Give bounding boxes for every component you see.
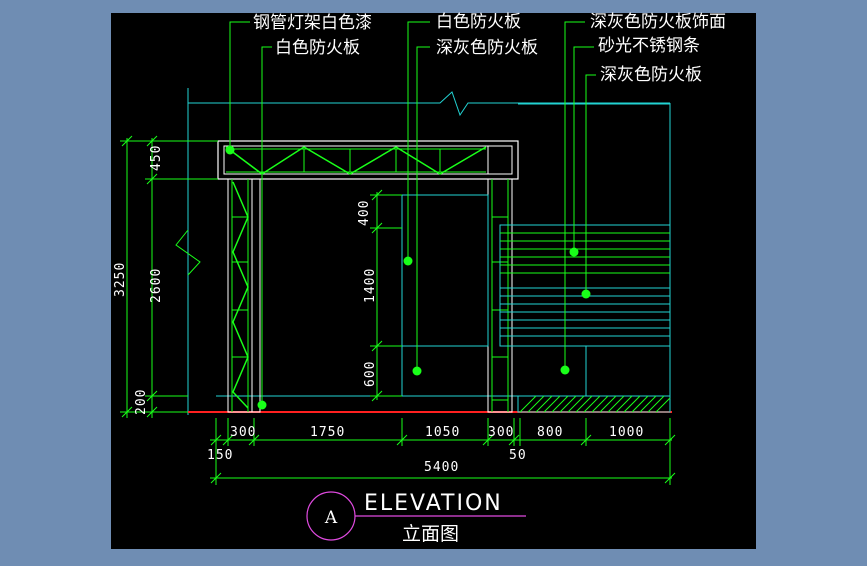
drawing-canvas (111, 13, 756, 549)
section-marker-letter: A (324, 508, 338, 528)
dim-h-1050: 1050 (425, 425, 460, 440)
horizontal-dimension-lines (210, 418, 676, 485)
label-white-panel-left: 白色防火板 (275, 38, 360, 58)
leader-dots (225, 145, 591, 410)
dim-h-150: 150 (207, 448, 233, 463)
label-dark-grey-panel-center: 深灰色防火板 (436, 38, 538, 58)
label-dark-grey-panel-right: 深灰色防火板 (600, 65, 702, 85)
dim-h-300-right: 300 (488, 425, 514, 440)
dim-v-450: 450 (149, 145, 164, 171)
left-truss-column (227, 178, 261, 413)
dim-h-total: 5400 (424, 460, 459, 475)
center-panel (401, 194, 489, 396)
dim-h-300-left: 300 (230, 425, 256, 440)
dim-v-3250: 3250 (113, 262, 128, 297)
label-steel-strip: 砂光不锈钢条 (598, 36, 700, 56)
dim-h-1750: 1750 (310, 425, 345, 440)
hatched-base (517, 395, 671, 413)
label-white-panel-center: 白色防火板 (436, 12, 521, 32)
dim-v-2600: 2600 (149, 268, 164, 303)
view-title: ELEVATION (364, 491, 503, 516)
dim-v-1400: 1400 (363, 268, 378, 303)
break-symbol-vertical (175, 229, 201, 276)
slatted-wall-panel (499, 224, 671, 397)
dim-v-400: 400 (357, 200, 372, 226)
dim-v-600: 600 (363, 361, 378, 387)
label-dark-grey-facing: 深灰色防火板饰面 (590, 12, 726, 32)
dim-h-800: 800 (537, 425, 563, 440)
view-title-cn: 立面图 (402, 523, 459, 545)
leader-lines (229, 21, 596, 405)
dim-h-1000: 1000 (609, 425, 644, 440)
dim-h-50: 50 (509, 448, 527, 463)
vertical-dimension-lines (120, 135, 402, 418)
dim-v-200: 200 (134, 389, 149, 415)
label-steel-light-rack: 钢管灯架白色漆 (253, 13, 372, 33)
break-line-top (188, 91, 670, 117)
